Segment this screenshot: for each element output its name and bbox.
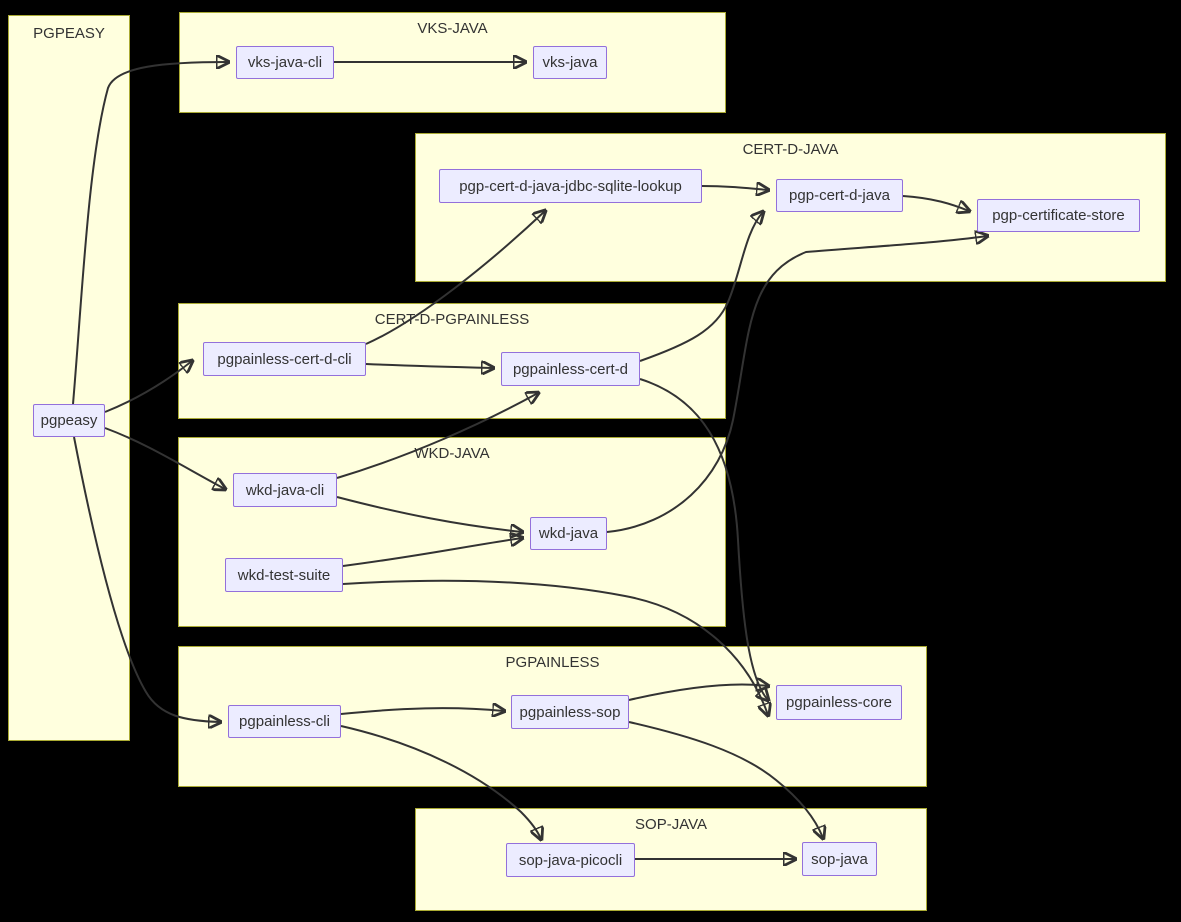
cluster-pgpeasy-title: PGPEASY	[33, 25, 105, 42]
node-pgpainless-cert-d: pgpainless-cert-d	[501, 352, 640, 386]
node-vks-java-cli: vks-java-cli	[236, 46, 334, 79]
node-wkd-java-cli: wkd-java-cli	[233, 473, 337, 507]
node-wkd-test-suite: wkd-test-suite	[225, 558, 343, 592]
cluster-pgpeasy: PGPEASY	[8, 15, 130, 741]
cluster-sop-java-title: SOP-JAVA	[635, 816, 707, 833]
node-pgpainless-cli: pgpainless-cli	[228, 705, 341, 738]
node-pgp-certificate-store: pgp-certificate-store	[977, 199, 1140, 232]
node-pgp-cert-d-java-jdbc-sqlite-lookup: pgp-cert-d-java-jdbc-sqlite-lookup	[439, 169, 702, 203]
node-wkd-java: wkd-java	[530, 517, 607, 550]
cluster-cert-d-pgpainless-title: CERT-D-PGPAINLESS	[374, 311, 530, 328]
node-pgpainless-cert-d-cli: pgpainless-cert-d-cli	[203, 342, 366, 376]
cluster-wkd-java: WKD-JAVA	[178, 437, 726, 627]
node-vks-java: vks-java	[533, 46, 607, 79]
node-sop-java-picocli: sop-java-picocli	[506, 843, 635, 877]
node-pgpainless-sop: pgpainless-sop	[511, 695, 629, 729]
cluster-pgpainless-title: PGPAINLESS	[505, 654, 600, 671]
node-pgp-cert-d-java: pgp-cert-d-java	[776, 179, 903, 212]
cluster-vks-java-title: VKS-JAVA	[417, 20, 488, 37]
node-pgpeasy: pgpeasy	[33, 404, 105, 437]
cluster-wkd-java-title: WKD-JAVA	[414, 445, 490, 462]
node-sop-java: sop-java	[802, 842, 877, 876]
node-pgpainless-core: pgpainless-core	[776, 685, 902, 720]
cluster-cert-d-java-title: CERT-D-JAVA	[742, 141, 839, 158]
